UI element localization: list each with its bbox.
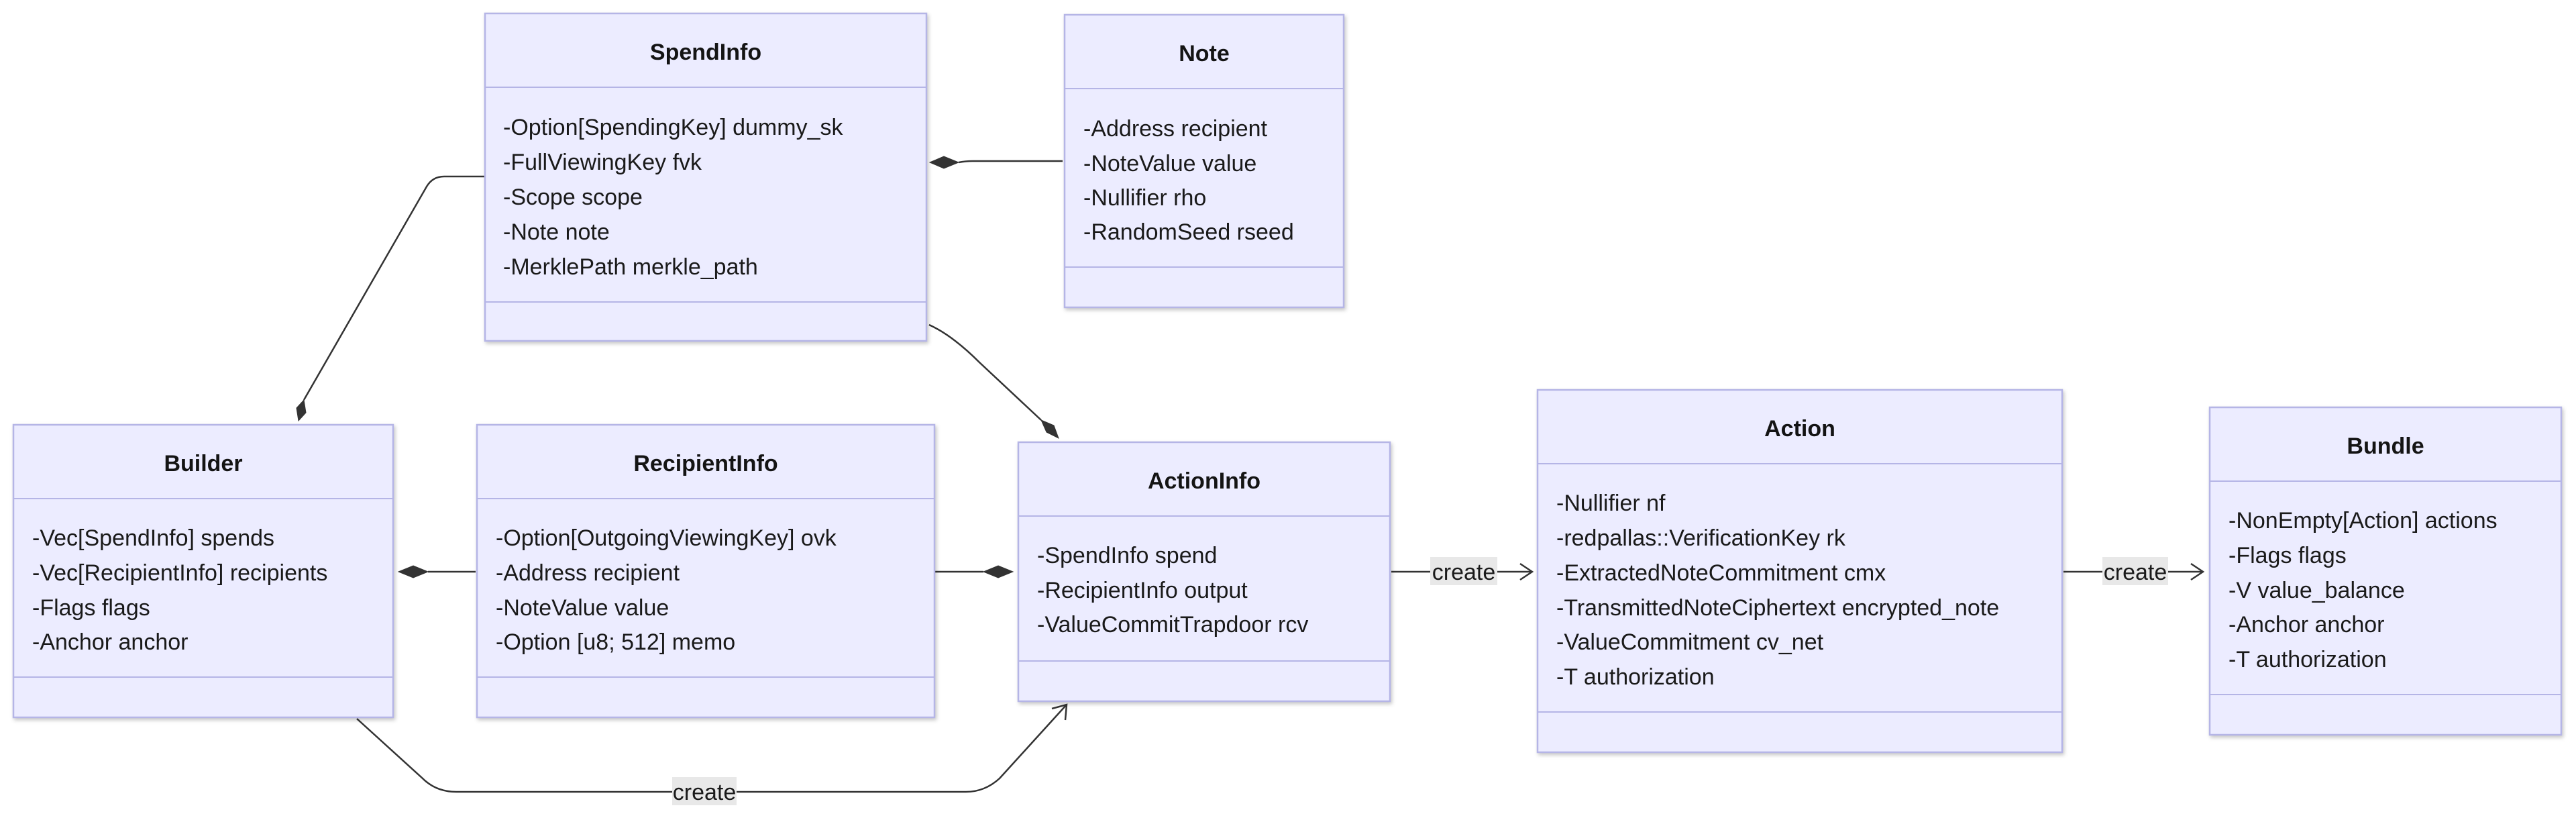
class-member: -FullViewingKey fvk <box>503 150 702 175</box>
class-member: -Vec[SpendInfo] spends <box>32 525 274 551</box>
class-actioninfo: ActionInfo -SpendInfo spend -RecipientIn… <box>1017 441 1391 703</box>
class-title: ActionInfo <box>1148 468 1260 494</box>
composition-diamond <box>982 565 1014 578</box>
class-member: -Note note <box>503 219 610 245</box>
class-member: -Address recipient <box>1083 116 1268 142</box>
edge-recipientinfo-actioninfo <box>935 565 1014 578</box>
class-spendinfo: SpendInfo -Option[SpendingKey] dummy_sk … <box>484 12 928 342</box>
class-member: -T authorization <box>1556 664 1715 690</box>
edge-actioninfo-action: create <box>1391 557 1534 585</box>
edge-recipientinfo-builder <box>397 565 476 578</box>
class-builder: Builder -Vec[SpendInfo] spends -Vec[Reci… <box>12 423 394 719</box>
composition-diamond <box>397 565 429 578</box>
class-member: -ExtractedNoteCommitment cmx <box>1556 560 1886 586</box>
arrowhead <box>1051 703 1068 721</box>
class-member: -Address recipient <box>496 560 680 586</box>
class-member: -Anchor anchor <box>2229 612 2384 638</box>
class-member: -Nullifier rho <box>1083 185 1206 211</box>
class-action: Action -Nullifier nf -redpallas::Verific… <box>1536 389 2063 754</box>
edge-action-bundle: create <box>2063 557 2205 585</box>
class-member: -TransmittedNoteCiphertext encrypted_not… <box>1556 595 1999 621</box>
class-member: -ValueCommitTrapdoor rcv <box>1037 612 1308 638</box>
class-member: -redpallas::VerificationKey rk <box>1556 525 1846 551</box>
class-member: -NonEmpty[Action] actions <box>2229 508 2498 533</box>
edge-spendinfo-builder <box>296 175 484 422</box>
arrowhead <box>1519 562 1534 581</box>
class-title: RecipientInfo <box>633 451 777 476</box>
class-member: -Option[OutgoingViewingKey] ovk <box>496 525 837 551</box>
arrowhead <box>2190 562 2205 581</box>
edge-note-spendinfo <box>928 156 1063 169</box>
class-member: -V value_balance <box>2229 578 2405 603</box>
class-member: -Scope scope <box>503 185 643 210</box>
class-member: -RecipientInfo output <box>1037 578 1248 603</box>
class-member: -Anchor anchor <box>32 629 188 655</box>
class-member: -NoteValue value <box>1083 151 1256 176</box>
class-member: -SpendInfo spend <box>1037 543 1217 568</box>
class-bundle: Bundle -NonEmpty[Action] actions -Flags … <box>2208 406 2563 736</box>
class-member: -Option [u8; 512] memo <box>496 629 735 655</box>
composition-diamond <box>1040 419 1059 440</box>
edge-spendinfo-actioninfo <box>928 323 1059 440</box>
class-title: Action <box>1764 416 1835 442</box>
class-member: -Option[SpendingKey] dummy_sk <box>503 115 843 140</box>
class-member: -MerklePath merkle_path <box>503 254 758 280</box>
edge-label-create: create <box>673 780 737 805</box>
edge-builder-actioninfo: create <box>356 703 1068 805</box>
class-member: -T authorization <box>2229 647 2387 672</box>
class-member: -Vec[RecipientInfo] recipients <box>32 560 327 586</box>
class-title: Note <box>1179 41 1230 66</box>
class-title: SpendInfo <box>650 40 761 65</box>
class-member: -RandomSeed rseed <box>1083 219 1294 245</box>
class-title: Builder <box>164 451 242 476</box>
class-member: -Flags flags <box>32 595 150 621</box>
edge-label-create: create <box>2104 560 2167 585</box>
class-member: -ValueCommitment cv_net <box>1556 629 1824 655</box>
class-title: Bundle <box>2347 434 2424 459</box>
class-note: Note -Address recipient -NoteValue value… <box>1063 13 1345 309</box>
class-member: -Flags flags <box>2229 543 2347 568</box>
class-member: -NoteValue value <box>496 595 669 621</box>
edge-label-create: create <box>1432 560 1496 585</box>
composition-diamond <box>296 399 307 422</box>
class-recipientinfo: RecipientInfo -Option[OutgoingViewingKey… <box>476 423 936 719</box>
class-member: -Nullifier nf <box>1556 491 1666 516</box>
composition-diamond <box>928 156 960 169</box>
